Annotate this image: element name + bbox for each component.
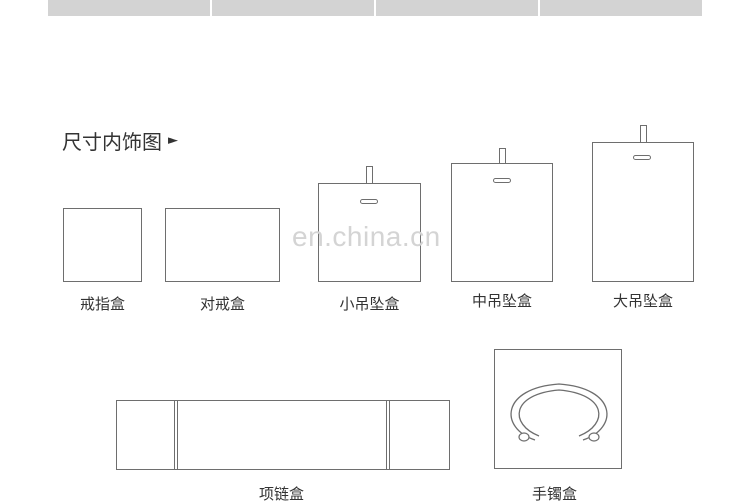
pendant-slot: [360, 199, 378, 204]
large-pendant-box-diagram: [592, 142, 694, 282]
bracelet-icon: [510, 383, 608, 442]
ring-box-diagram: [63, 208, 142, 282]
necklace-box-label: 项链盒: [259, 485, 305, 503]
medium-pendant-box-diagram: [451, 163, 553, 282]
small-pendant-box-diagram: [318, 183, 421, 282]
large-pendant-hook: [640, 125, 647, 143]
watermark: en.china.cn: [292, 221, 441, 252]
small-pendant-box-label: 小吊坠盒: [339, 295, 400, 313]
couple-ring-box-diagram: [165, 208, 280, 282]
fold-line: [177, 401, 178, 469]
pendant-slot: [493, 178, 511, 183]
fold-line: [386, 401, 387, 469]
banner-segment: [540, 0, 702, 16]
ring-box-label: 戒指盒: [79, 295, 125, 313]
section-title-text: 尺寸内饰图: [62, 130, 162, 154]
couple-ring-box-label: 对戒盒: [199, 295, 245, 313]
medium-pendant-box-label: 中吊坠盒: [471, 292, 532, 310]
fold-line: [389, 401, 390, 469]
medium-pendant-hook: [499, 148, 506, 164]
small-pendant-hook: [366, 166, 373, 184]
large-pendant-box-label: 大吊坠盒: [612, 292, 673, 310]
bracelet-box-diagram: [494, 349, 622, 469]
banner-segment: [212, 0, 374, 16]
necklace-box-diagram: [116, 400, 450, 470]
section-title: 尺寸内饰图 ►: [62, 126, 178, 155]
banner-segment: [376, 0, 538, 16]
top-banner-bar: [48, 0, 702, 16]
banner-segment: [48, 0, 210, 16]
bracelet-box-label: 手镯盒: [532, 485, 578, 503]
fold-line: [174, 401, 175, 469]
pendant-slot: [633, 155, 651, 160]
triangle-right-icon: ►: [168, 133, 178, 148]
